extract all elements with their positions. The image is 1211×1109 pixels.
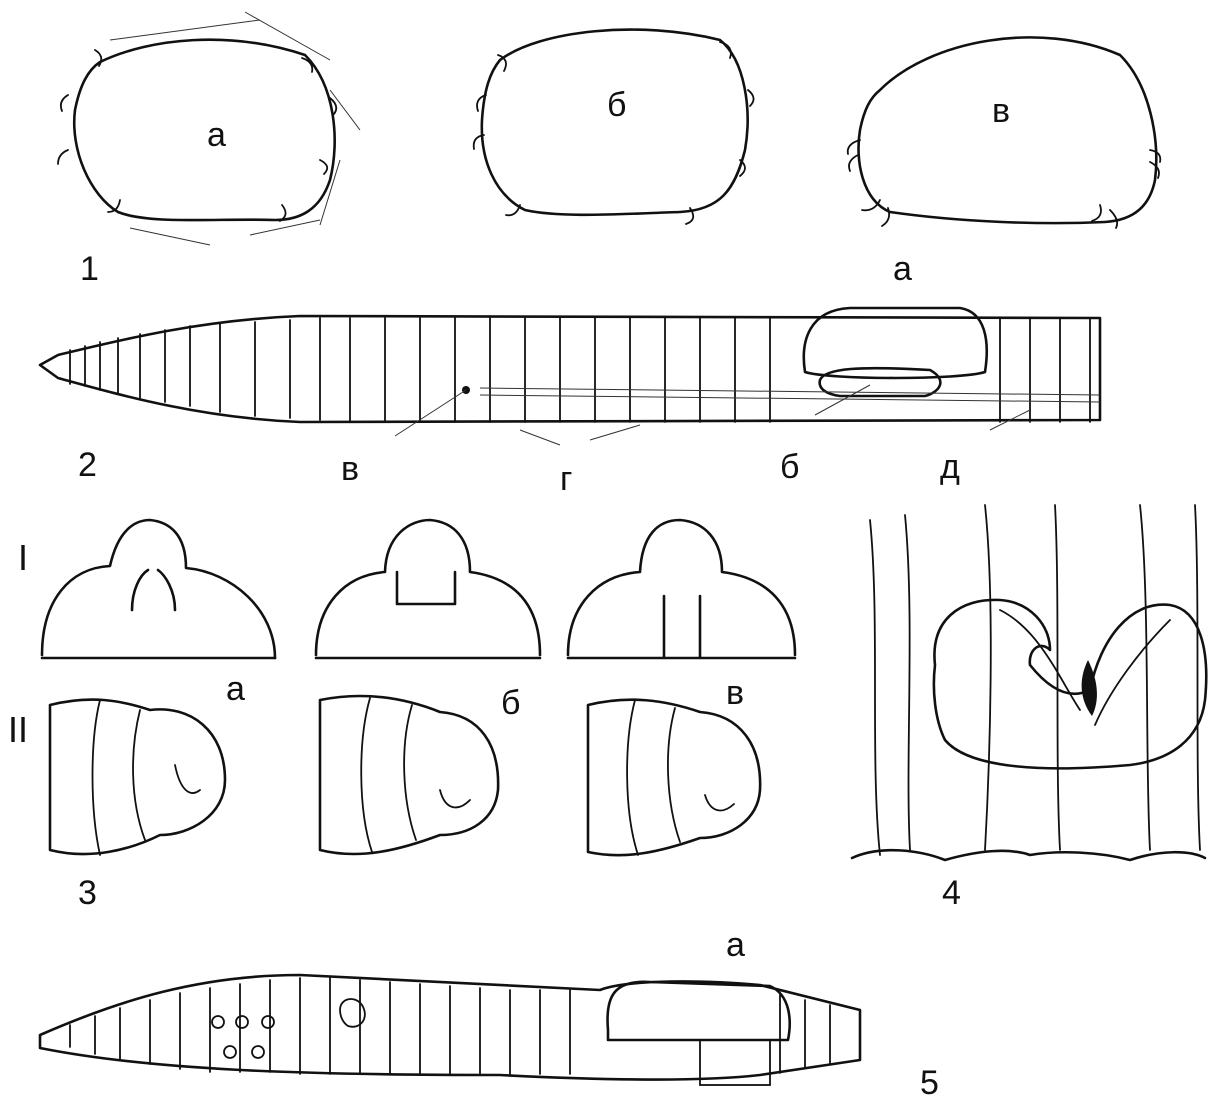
fig3-row1-a — [42, 520, 275, 658]
fig1-label-b: б — [607, 88, 626, 122]
fig3-variant-a: а — [226, 672, 245, 706]
fig3-variant-b: б — [501, 686, 520, 720]
fig5-number: 5 — [920, 1066, 939, 1100]
fig5-top-letter: а — [726, 928, 745, 962]
fig4-number: 4 — [942, 876, 961, 910]
fig3-row-label-one: I — [18, 540, 28, 576]
fig3-row2-v — [588, 700, 760, 856]
fig2-label-v: в — [341, 452, 359, 486]
fig1-number: 1 — [80, 252, 99, 286]
fig1-label-a: а — [207, 118, 226, 152]
fig3-row1-v — [568, 520, 795, 658]
fig3-variant-v: в — [726, 676, 744, 710]
fig1-label-v: в — [992, 94, 1010, 128]
fig5-worm — [40, 975, 860, 1085]
fig2-label-g: г — [560, 462, 572, 496]
fig2-number: 2 — [78, 448, 97, 482]
fig1-section-v — [848, 37, 1161, 228]
fig1-section-b — [474, 30, 754, 224]
fig4-detail — [852, 505, 1206, 860]
fig2-label-b: б — [780, 450, 799, 484]
fig1-side-letter: а — [893, 252, 912, 286]
fig3-row2-b — [320, 696, 498, 854]
fig3-number: 3 — [78, 876, 97, 910]
fig2-label-d: д — [940, 450, 960, 484]
fig3-row-label-two: II — [8, 712, 28, 748]
fig3-row2-a — [50, 700, 225, 855]
fig3-row1-b — [316, 520, 540, 658]
fig2-worm — [40, 308, 1100, 445]
